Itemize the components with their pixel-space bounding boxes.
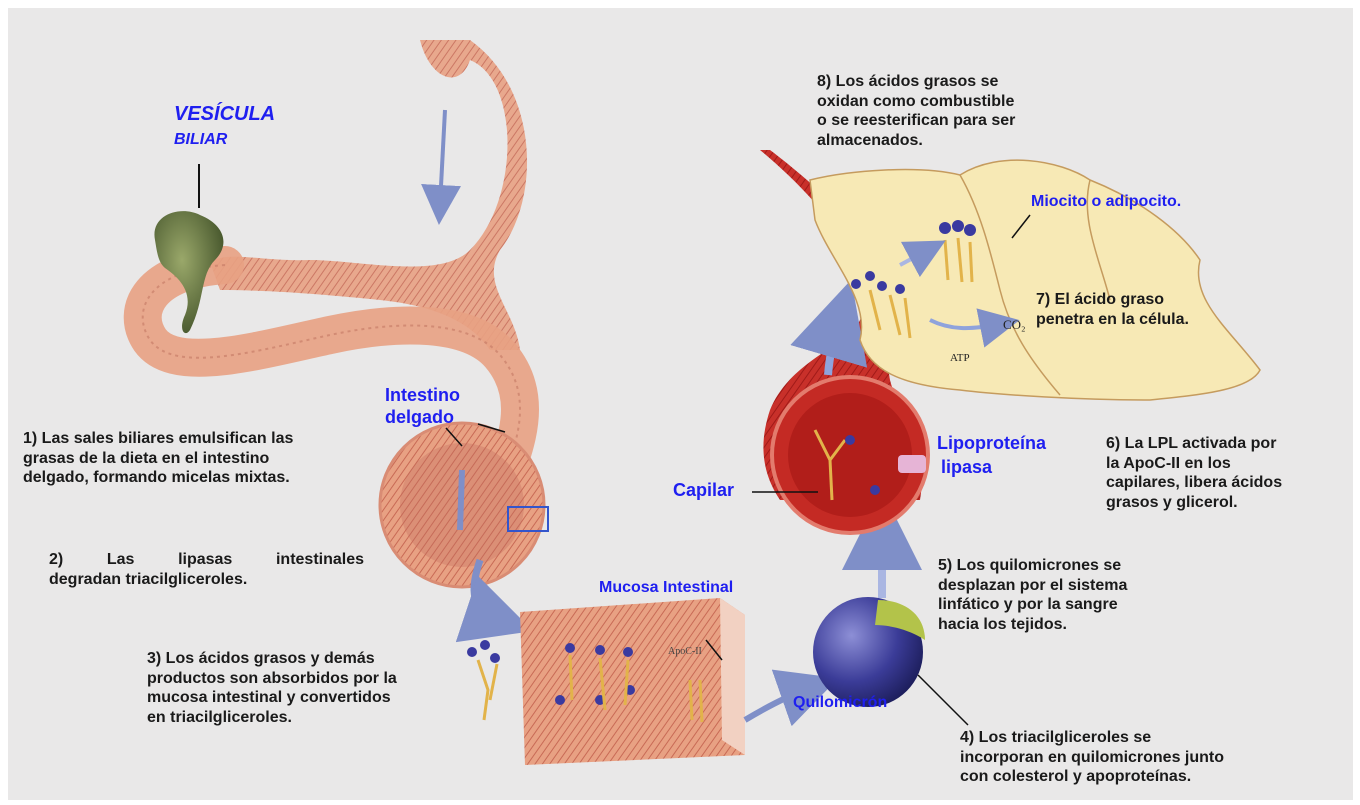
lipasa-label: lipasa <box>941 456 992 478</box>
capilar-label: Capilar <box>673 480 734 501</box>
biliar-label: BILIAR <box>174 131 227 149</box>
co2-label: CO₂ <box>1003 317 1026 332</box>
apoc-label-image: ApoC-II <box>668 646 702 657</box>
mucosa-label: Mucosa Intestinal <box>599 579 733 597</box>
lipoproteina-label: Lipoproteína <box>937 432 1046 454</box>
quilomicron-label: Quilomicrón <box>793 694 887 712</box>
vesicula-label: VESÍCULA <box>174 103 275 126</box>
delgado-label: delgado <box>385 406 454 428</box>
atp-label: ATP <box>950 352 970 364</box>
miocito-label: Miocito o adipocito. <box>1031 193 1181 211</box>
intestino-label: Intestino <box>385 384 460 406</box>
mucosa-block <box>520 598 745 765</box>
